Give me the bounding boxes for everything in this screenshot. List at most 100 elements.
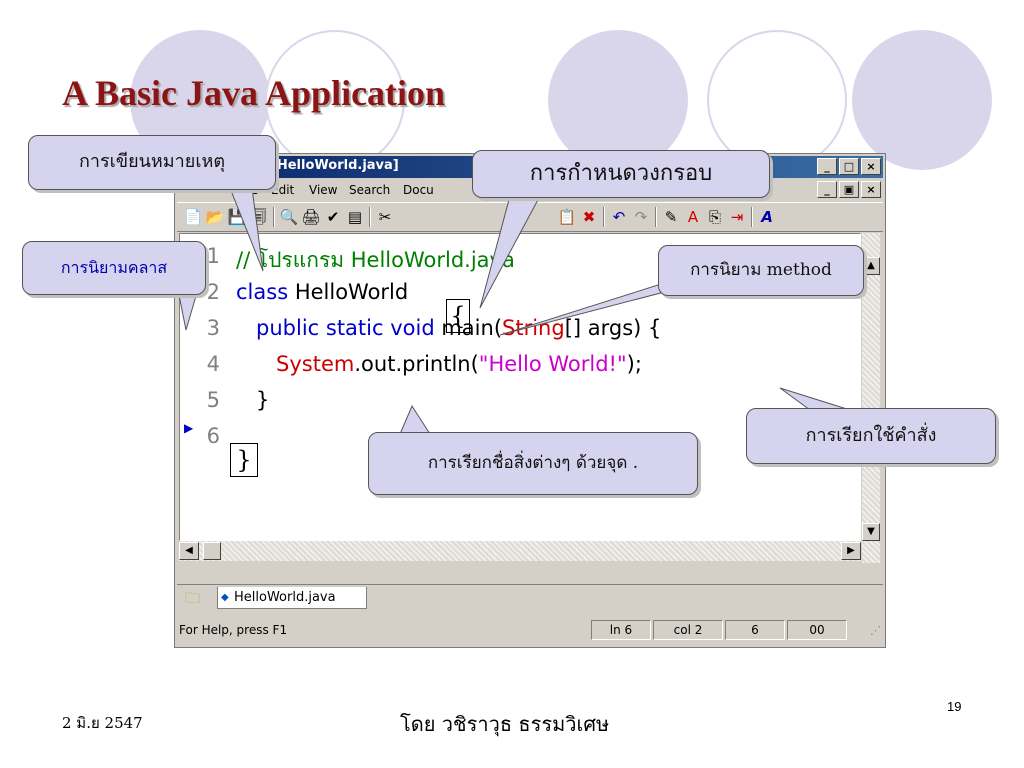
code-token: class [236, 280, 289, 304]
close-brace-text: } [236, 446, 252, 474]
horizontal-scrollbar[interactable]: ◀ ▶ [179, 541, 861, 561]
code-token: ); [626, 352, 642, 376]
callout-method-text: การนิยาม method [690, 260, 832, 280]
code-token: public static void [236, 316, 435, 340]
open-brace-text: { [450, 302, 466, 330]
callout-class-text: การนิยามคลาส [60, 258, 168, 277]
line-number: 6 [206, 424, 220, 448]
callout-block: การกำหนดวงกรอบ [472, 150, 770, 198]
menu-document[interactable]: Docu [403, 183, 434, 197]
print-preview-icon[interactable]: 🔍 [279, 208, 299, 226]
code-token: String [502, 316, 565, 340]
menu-search[interactable]: Search [349, 183, 391, 197]
toolbar-separator [655, 207, 657, 227]
cut-icon[interactable]: ✂ [378, 208, 392, 226]
callout-call-text: การเรียกใช้คำสั่ง [805, 425, 937, 446]
code-token: [] args) { [564, 316, 662, 340]
save-all-icon[interactable]: 🗐 [251, 208, 267, 226]
indent-icon[interactable]: ⇥ [730, 208, 744, 226]
vertical-scrollbar[interactable]: ▲ ▼ [861, 233, 880, 563]
editor-window: - [HelloWorld.java] _ □ × e Edit View Se… [174, 153, 886, 648]
maximize-button[interactable]: □ [839, 158, 859, 175]
line-number: 4 [206, 352, 220, 376]
callout-dot-text: การเรียกชื่อสิ่งต่างๆ ด้วยจุด . [427, 453, 639, 473]
status-line: ln 6 [591, 620, 651, 640]
doc-restore-button[interactable]: ▣ [839, 181, 859, 198]
spellcheck-icon[interactable]: ✔ [326, 208, 340, 226]
highlight-icon[interactable]: ✎ [664, 208, 678, 226]
scroll-up-button[interactable]: ▲ [862, 257, 880, 275]
properties-icon[interactable]: ▤ [347, 208, 363, 226]
status-code: 00 [787, 620, 847, 640]
footer-date: 2 มิ.ย 2547 [62, 714, 143, 732]
decorative-circle [265, 30, 405, 170]
menu-edit[interactable]: Edit [271, 183, 295, 197]
code-text: } [236, 388, 269, 412]
folder-icon[interactable]: 🗀 [185, 589, 201, 607]
code-token: HelloWorld [288, 280, 415, 304]
toolbar-separator [273, 207, 275, 227]
code-token: } [236, 388, 270, 412]
code-text: // โปรแกรม HelloWorld.java [236, 244, 515, 277]
scroll-right-button[interactable]: ▶ [841, 542, 861, 560]
menu-bar: e Edit View Search Docu _ ▣ × [177, 180, 883, 200]
window-title: - [HelloWorld.java] [261, 158, 399, 173]
toolbar-separator [369, 207, 371, 227]
new-file-icon[interactable]: 📄 [183, 208, 203, 226]
font-icon[interactable]: A [761, 208, 773, 226]
line-number: 5 [206, 388, 220, 412]
open-brace-box: { [446, 299, 470, 333]
scroll-down-button[interactable]: ▼ [862, 523, 880, 541]
document-tab-bar: 🗀 ◆ HelloWorld.java [177, 584, 883, 611]
file-tab[interactable]: ◆ HelloWorld.java [217, 587, 367, 609]
callout-call: การเรียกใช้คำสั่ง [746, 408, 996, 464]
code-token: "Hello World!" [478, 352, 627, 376]
current-line-marker-icon: ▶ [184, 421, 194, 435]
font-color-icon[interactable]: A [687, 208, 699, 226]
status-column: col 2 [653, 620, 723, 640]
status-bar: For Help, press F1 ln 6 col 2 6 00 ⋰ [177, 616, 883, 644]
code-token: // โปรแกรม HelloWorld.java [236, 248, 515, 272]
minimize-button[interactable]: _ [817, 158, 837, 175]
slide-number: 19 [947, 699, 962, 714]
save-icon[interactable]: 💾 [227, 208, 247, 226]
doc-close-button[interactable]: × [861, 181, 881, 198]
resize-grip-icon[interactable]: ⋰ [870, 624, 881, 637]
footer-author: โดย วชิราวุธ ธรรมวิเศษ [400, 712, 610, 736]
toolbar-separator [603, 207, 605, 227]
doc-minimize-button[interactable]: _ [817, 181, 837, 198]
close-brace-box: } [230, 443, 258, 477]
callout-block-text: การกำหนดวงกรอบ [529, 161, 713, 186]
line-number: 1 [206, 244, 220, 268]
status-number: 6 [725, 620, 785, 640]
code-token: System [236, 352, 355, 376]
scroll-left-button[interactable]: ◀ [179, 542, 199, 560]
status-help-text: For Help, press F1 [179, 623, 288, 637]
callout-comment-text: การเขียนหมายเหตุ [78, 151, 226, 172]
decorative-circle [707, 30, 847, 170]
print-icon[interactable]: 🖨 [301, 208, 321, 226]
code-text: System.out.println("Hello World!"); [236, 352, 642, 376]
line-number: 3 [206, 316, 220, 340]
menu-view[interactable]: View [309, 183, 338, 197]
scroll-thumb[interactable] [203, 542, 221, 560]
paste-icon[interactable]: 📋 [557, 208, 577, 226]
callout-method: การนิยาม method [658, 245, 864, 296]
toolbar: 📄 📂 💾 🗐 🔍 🖨 ✔ ▤ ✂ 📋 ✖ ↶ ↷ ✎ A ⎘ ⇥ A [177, 202, 883, 232]
code-token: main( [434, 316, 503, 340]
close-button[interactable]: × [861, 158, 881, 175]
open-file-icon[interactable]: 📂 [205, 208, 225, 226]
redo-icon[interactable]: ↷ [634, 208, 648, 226]
file-tab-label: HelloWorld.java [234, 590, 336, 605]
callout-dot: การเรียกชื่อสิ่งต่างๆ ด้วยจุด . [368, 432, 698, 495]
slide-title: A Basic Java Application [62, 73, 446, 113]
code-text: class HelloWorld [236, 280, 415, 304]
undo-icon[interactable]: ↶ [612, 208, 626, 226]
copy-format-icon[interactable]: ⎘ [708, 208, 721, 226]
toolbar-separator [751, 207, 753, 227]
callout-class: การนิยามคลาส [22, 241, 206, 295]
delete-icon[interactable]: ✖ [582, 208, 596, 226]
code-token: .out.println( [354, 352, 479, 376]
decorative-circle [852, 30, 992, 170]
callout-comment: การเขียนหมายเหตุ [28, 135, 276, 190]
